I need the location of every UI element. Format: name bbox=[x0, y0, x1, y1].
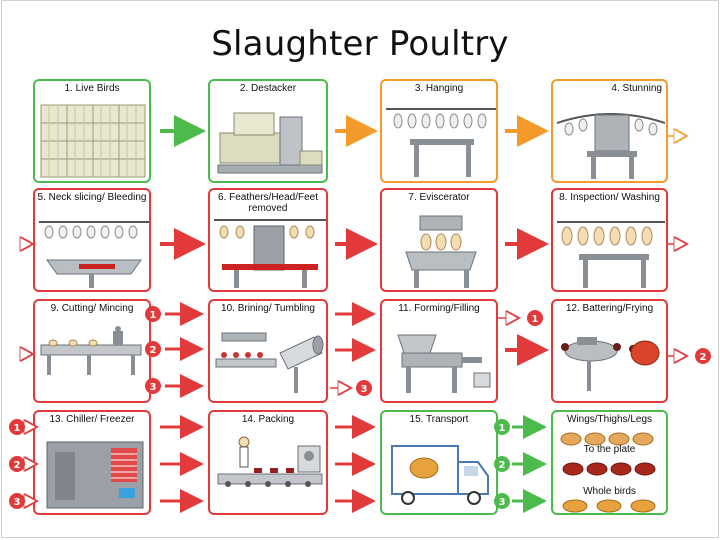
forming-machine-illustration bbox=[397, 334, 491, 393]
cutting-conveyor-illustration bbox=[40, 326, 142, 375]
step-box-feathers-removed: 6. Feathers/Head/Feet removed bbox=[208, 188, 328, 292]
marker-1-row4-left: 1 bbox=[9, 419, 25, 435]
crates-illustration bbox=[40, 104, 146, 178]
marker-number: 3 bbox=[150, 382, 157, 393]
tumbler-illustration bbox=[215, 332, 324, 393]
marker-number: 2 bbox=[150, 345, 157, 356]
marker-3-row3-left: 3 bbox=[145, 378, 161, 394]
marker-number: 3 bbox=[14, 497, 21, 508]
step-box-eviscerator: 7. Eviscerator bbox=[380, 188, 498, 292]
step-label: 2. Destacker bbox=[239, 83, 297, 94]
marker-1-row4-green: 1 bbox=[494, 419, 510, 435]
step-label: 3. Hanging bbox=[414, 83, 464, 94]
marker-number: 1 bbox=[14, 423, 21, 434]
step-box-packing: 14. Packing bbox=[208, 410, 328, 515]
products-middle-label: To the plate bbox=[583, 444, 636, 455]
destacker-illustration bbox=[217, 112, 323, 174]
step-label: 8. Inspection/ Washing bbox=[559, 192, 660, 203]
plucker-illustration bbox=[214, 219, 326, 288]
whole-birds-illustration bbox=[562, 499, 656, 513]
step-label: 15. Transport bbox=[409, 414, 469, 425]
step-label: 14. Packing bbox=[241, 414, 295, 425]
marker-3-row4-green: 3 bbox=[494, 493, 510, 509]
packing-line-illustration bbox=[217, 436, 323, 487]
fryer-illustration bbox=[561, 337, 660, 391]
marker-number: 2 bbox=[14, 460, 21, 471]
step-box-inspection-washing: 8. Inspection/ Washing bbox=[551, 188, 668, 292]
bleeding-trough-illustration bbox=[39, 221, 149, 288]
stunning-machine-illustration bbox=[557, 113, 665, 179]
marker-3-row3-mid: 3 bbox=[356, 380, 372, 396]
marker-number: 3 bbox=[361, 384, 368, 395]
step-label: 10. Brining/ Tumbling bbox=[221, 303, 315, 314]
marker-number: 3 bbox=[499, 497, 506, 508]
step-label: 11. Forming/Filling bbox=[398, 303, 480, 314]
marker-3-row4-left: 3 bbox=[9, 493, 25, 509]
step-label: 13. Chiller/ Freezer bbox=[49, 414, 135, 425]
marker-number: 1 bbox=[499, 423, 506, 434]
step-label: 4. Stunning bbox=[611, 83, 662, 94]
products-top-label: Wings/Thighs/Legs bbox=[566, 414, 653, 425]
step-label: 9. Cutting/ Mincing bbox=[50, 303, 134, 314]
step-box-battering-frying: 12. Battering/Frying bbox=[551, 299, 668, 403]
step-box-cutting-mincing: 9. Cutting/ Mincing bbox=[33, 299, 151, 403]
step-label: 1. Live Birds bbox=[64, 83, 120, 94]
step-box-live-birds: 1. Live Birds bbox=[33, 79, 151, 183]
step-box-brining-tumbling: 10. Brining/ Tumbling bbox=[208, 299, 328, 403]
step-box-chiller-freezer: 13. Chiller/ Freezer bbox=[33, 410, 151, 515]
marker-1-row3-left: 1 bbox=[145, 306, 161, 322]
marker-2-row4-left: 2 bbox=[9, 456, 25, 472]
marker-2-row3-far: 2 bbox=[695, 348, 711, 364]
freezer-illustration bbox=[46, 441, 144, 509]
marker-number: 1 bbox=[150, 310, 157, 321]
step-label: 12. Battering/Frying bbox=[565, 303, 654, 314]
marker-2-row3-left: 2 bbox=[145, 341, 161, 357]
plated-meat-illustration bbox=[562, 462, 656, 476]
step-box-products: Wings/Thighs/Legs To the plate Whole bir… bbox=[551, 410, 668, 515]
marker-number: 1 bbox=[532, 314, 539, 325]
marker-number: 2 bbox=[700, 352, 707, 363]
eviscerator-illustration bbox=[405, 215, 477, 288]
step-box-stunning: 4. Stunning bbox=[551, 79, 668, 183]
hanging-line-illustration bbox=[386, 108, 496, 177]
step-label: 7. Eviscerator bbox=[408, 192, 470, 203]
marker-2-row4-green: 2 bbox=[494, 456, 510, 472]
truck-illustration bbox=[391, 445, 489, 505]
products-bottom-label: Whole birds bbox=[583, 486, 636, 497]
washing-line-illustration bbox=[557, 221, 665, 288]
wings-illustration bbox=[560, 432, 654, 446]
marker-1-row3-right: 1 bbox=[527, 310, 543, 326]
step-box-neck-slicing: 5. Neck slicing/ Bleeding bbox=[33, 188, 151, 292]
step-box-forming-filling: 11. Forming/Filling bbox=[380, 299, 498, 403]
step-label: 6. Feathers/Head/Feet removed bbox=[217, 192, 319, 214]
step-label: 5. Neck slicing/ Bleeding bbox=[37, 192, 147, 203]
marker-number: 2 bbox=[499, 460, 506, 471]
slide-title: Slaughter Poultry bbox=[211, 24, 509, 64]
step-box-destacker: 2. Destacker bbox=[208, 79, 328, 183]
step-box-hanging: 3. Hanging bbox=[380, 79, 498, 183]
